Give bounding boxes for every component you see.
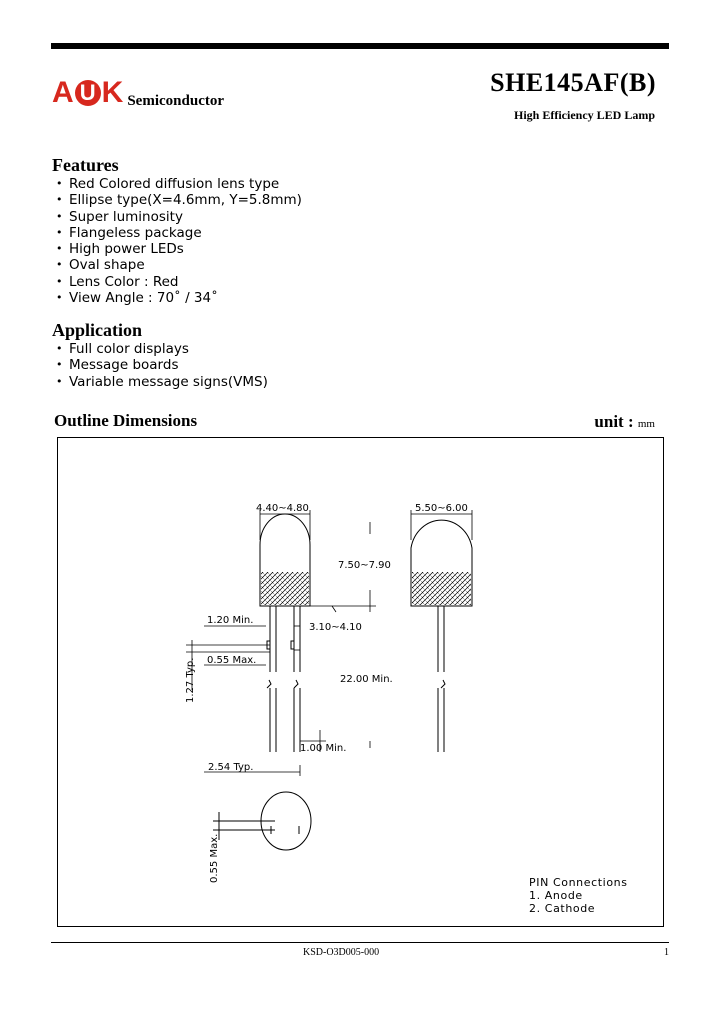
- led-front-view: [259, 513, 311, 752]
- application-item: Full color displays: [52, 341, 268, 358]
- application-heading: Application: [52, 320, 143, 340]
- pin-connections: PIN Connections 1. Anode 2. Cathode: [529, 876, 628, 915]
- feature-item: Ellipse type(X=4.6mm, Y=5.8mm): [52, 192, 302, 209]
- document-number: KSD-O3D005-000: [303, 947, 380, 958]
- top-rule: [51, 43, 669, 49]
- feature-item: Flangeless package: [52, 225, 302, 242]
- unit-label: unit : mm: [594, 412, 655, 432]
- dim-base: 3.10~4.10: [309, 622, 362, 633]
- dim-width-x: 4.40~4.80: [256, 503, 309, 514]
- feature-item: Lens Color : Red: [52, 274, 302, 291]
- logo-word: Semiconductor: [127, 93, 225, 109]
- logo-letter-a: A: [52, 76, 74, 109]
- dim-stub: 1.00 Min.: [300, 743, 346, 754]
- feature-item: Oval shape: [52, 257, 302, 274]
- dim-width-y: 5.50~6.00: [415, 503, 468, 514]
- bottom-rule: [51, 942, 669, 943]
- part-number: SHE145AF(B): [490, 68, 656, 97]
- dim-pitch: 2.54 Typ.: [208, 762, 253, 773]
- application-item: Variable message signs(VMS): [52, 374, 268, 391]
- application-item: Message boards: [52, 357, 268, 374]
- unit-text: unit :: [594, 412, 634, 431]
- outline-drawing-frame: [57, 437, 664, 927]
- dim-lead-length: 22.00 Min.: [340, 674, 393, 685]
- features-list: Red Colored diffusion lens type Ellipse …: [52, 176, 302, 307]
- feature-item: Super luminosity: [52, 209, 302, 226]
- dimension-labels: 4.40~4.80 5.50~6.00 7.50~7.90 1.20 Min. …: [185, 503, 468, 883]
- dim-height: 7.50~7.90: [338, 560, 391, 571]
- unit-value: mm: [637, 418, 655, 430]
- feature-item: Red Colored diffusion lens type: [52, 176, 302, 193]
- pin-title: PIN Connections: [529, 876, 628, 889]
- feature-item: View Angle : 70˚ / 34˚: [52, 290, 302, 307]
- outline-heading: Outline Dimensions: [54, 411, 198, 430]
- dim-lead-width: 0.55 Max.: [207, 655, 256, 666]
- logo-letter-k: K: [101, 76, 124, 109]
- product-subtitle: High Efficiency LED Lamp: [513, 108, 655, 122]
- dim-lead-width-vertical: 0.55 Max.: [209, 834, 220, 883]
- dim-pitch-vertical: 1.27 Typ.: [185, 658, 196, 703]
- led-side-view: [410, 519, 473, 752]
- application-list: Full color displays Message boards Varia…: [52, 341, 268, 390]
- dimension-lines: [186, 510, 473, 776]
- feature-item: High power LEDs: [52, 241, 302, 258]
- pin-1: 1. Anode: [529, 889, 583, 902]
- dim-lead-min: 1.20 Min.: [207, 615, 253, 626]
- pin-2: 2. Cathode: [529, 902, 596, 915]
- logo-letter-u: U: [74, 80, 101, 106]
- features-heading: Features: [52, 155, 119, 175]
- page-number: 1: [664, 947, 669, 958]
- led-bottom-view: [213, 791, 312, 851]
